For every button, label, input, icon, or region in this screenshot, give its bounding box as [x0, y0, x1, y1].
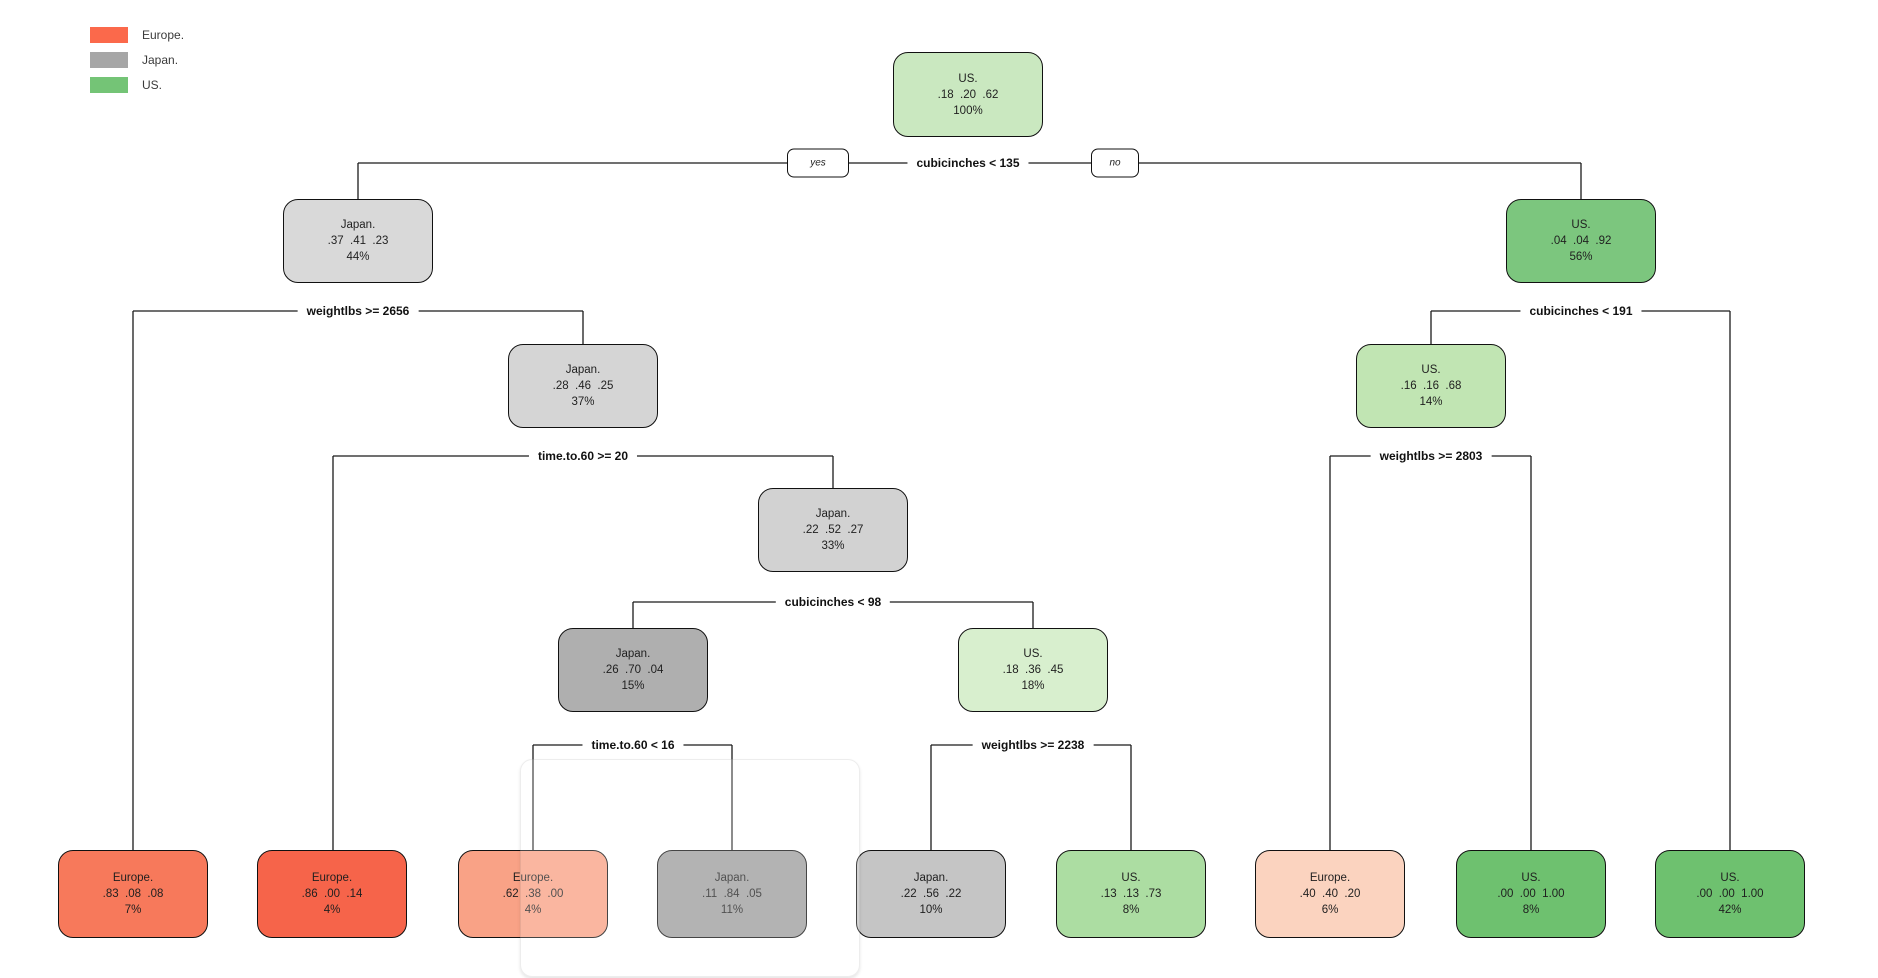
node-class-label: Europe. [112, 872, 154, 884]
legend-item-japan: Japan. [90, 47, 184, 72]
tree-node-us18[interactable]: US. .18 .36 .45 18% [958, 628, 1108, 712]
legend-swatch-japan [90, 51, 128, 68]
node-coverage-percent: 56% [1569, 251, 1593, 263]
node-class-probabilities: .83 .08 .08 [102, 888, 164, 900]
tree-node-us14[interactable]: US. .16 .16 .68 14% [1356, 344, 1506, 428]
node-class-label: Japan. [340, 219, 376, 231]
leaf-node-leaf2[interactable]: Europe. .86 .00 .14 4% [257, 850, 407, 938]
node-coverage-percent: 33% [821, 540, 845, 552]
leaf-node-leaf3[interactable]: Europe. .62 .38 .00 4% [458, 850, 608, 938]
node-class-label: Japan. [815, 508, 851, 520]
node-class-probabilities: .62 .38 .00 [502, 888, 564, 900]
node-coverage-percent: 10% [919, 904, 943, 916]
node-coverage-percent: 4% [323, 904, 341, 916]
node-coverage-percent: 6% [1321, 904, 1339, 916]
node-class-probabilities: .04 .04 .92 [1550, 235, 1612, 247]
node-class-probabilities: .00 .00 1.00 [1497, 888, 1565, 900]
node-class-probabilities: .28 .46 .25 [552, 380, 614, 392]
node-class-label: Japan. [714, 872, 750, 884]
tree-node-japan33[interactable]: Japan. .22 .52 .27 33% [758, 488, 908, 572]
legend-label-europe: Europe. [142, 27, 185, 42]
legend: Europe. Japan. US. [90, 22, 184, 97]
tree-node-japan15[interactable]: Japan. .26 .70 .04 15% [558, 628, 708, 712]
legend-item-europe: Europe. [90, 22, 184, 47]
node-class-probabilities: .22 .56 .22 [900, 888, 962, 900]
node-coverage-percent: 4% [524, 904, 542, 916]
node-coverage-percent: 100% [953, 104, 983, 117]
leaf-node-leaf1[interactable]: Europe. .83 .08 .08 7% [58, 850, 208, 938]
node-class-label: US. [1421, 364, 1441, 376]
node-class-probabilities: .37 .41 .23 [327, 235, 389, 247]
node-class-label: Europe. [1309, 872, 1351, 884]
node-class-probabilities: .40 .40 .20 [1299, 888, 1361, 900]
branch-yes-box: yes [787, 148, 849, 178]
split-condition-label: weightlbs >= 2803 [1370, 447, 1492, 465]
node-coverage-percent: 18% [1021, 680, 1045, 692]
node-coverage-percent: 8% [1122, 904, 1140, 916]
legend-swatch-us [90, 76, 128, 93]
leaf-node-leaf7[interactable]: Europe. .40 .40 .20 6% [1255, 850, 1405, 938]
legend-label-us: US. [142, 77, 163, 92]
tree-node-japan37[interactable]: Japan. .28 .46 .25 37% [508, 344, 658, 428]
node-class-label: US. [1023, 648, 1043, 660]
node-class-probabilities: .00 .00 1.00 [1696, 888, 1764, 900]
split-condition-label: cubicinches < 98 [775, 593, 891, 611]
node-class-label: Japan. [913, 872, 949, 884]
node-coverage-percent: 42% [1718, 904, 1742, 916]
node-class-label: US. [958, 72, 978, 85]
leaf-node-leaf8[interactable]: US. .00 .00 1.00 8% [1456, 850, 1606, 938]
split-condition-label: weightlbs >= 2656 [297, 302, 419, 320]
tree-node-root[interactable]: US. .18 .20 .62 100% [893, 52, 1043, 137]
tree-node-japan44[interactable]: Japan. .37 .41 .23 44% [283, 199, 433, 283]
node-coverage-percent: 15% [621, 680, 645, 692]
branch-no-box: no [1091, 148, 1139, 178]
node-class-label: Japan. [615, 648, 651, 660]
node-class-probabilities: .11 .84 .05 [702, 888, 762, 900]
legend-label-japan: Japan. [142, 52, 179, 67]
node-coverage-percent: 37% [571, 396, 595, 408]
node-class-probabilities: .18 .20 .62 [937, 88, 999, 101]
node-class-label: US. [1571, 219, 1591, 231]
leaf-node-leaf4[interactable]: Japan. .11 .84 .05 11% [657, 850, 807, 938]
split-condition-label: time.to.60 < 16 [582, 736, 684, 754]
node-class-probabilities: .26 .70 .04 [602, 664, 664, 676]
split-condition-label: cubicinches < 135 [907, 154, 1029, 172]
node-class-label: Europe. [311, 872, 353, 884]
leaf-node-leaf9[interactable]: US. .00 .00 1.00 42% [1655, 850, 1805, 938]
node-class-probabilities: .13 .13 .73 [1100, 888, 1162, 900]
node-class-probabilities: .86 .00 .14 [301, 888, 363, 900]
split-condition-label: weightlbs >= 2238 [972, 736, 1094, 754]
node-class-probabilities: .16 .16 .68 [1400, 380, 1462, 392]
node-class-label: US. [1521, 872, 1541, 884]
node-class-label: Japan. [565, 364, 601, 376]
node-coverage-percent: 11% [720, 904, 744, 916]
node-coverage-percent: 7% [124, 904, 142, 916]
leaf-node-leaf6[interactable]: US. .13 .13 .73 8% [1056, 850, 1206, 938]
node-class-probabilities: .18 .36 .45 [1002, 664, 1064, 676]
legend-item-us: US. [90, 72, 184, 97]
tree-node-us56[interactable]: US. .04 .04 .92 56% [1506, 199, 1656, 283]
leaf-node-leaf5[interactable]: Japan. .22 .56 .22 10% [856, 850, 1006, 938]
node-class-probabilities: .22 .52 .27 [802, 524, 864, 536]
node-coverage-percent: 14% [1419, 396, 1443, 408]
node-class-label: Europe. [512, 872, 554, 884]
split-condition-label: time.to.60 >= 20 [528, 447, 638, 465]
node-class-label: US. [1720, 872, 1740, 884]
node-coverage-percent: 44% [346, 251, 370, 263]
node-class-label: US. [1121, 872, 1141, 884]
split-condition-label: cubicinches < 191 [1520, 302, 1642, 320]
node-coverage-percent: 8% [1522, 904, 1540, 916]
legend-swatch-europe [90, 26, 128, 43]
